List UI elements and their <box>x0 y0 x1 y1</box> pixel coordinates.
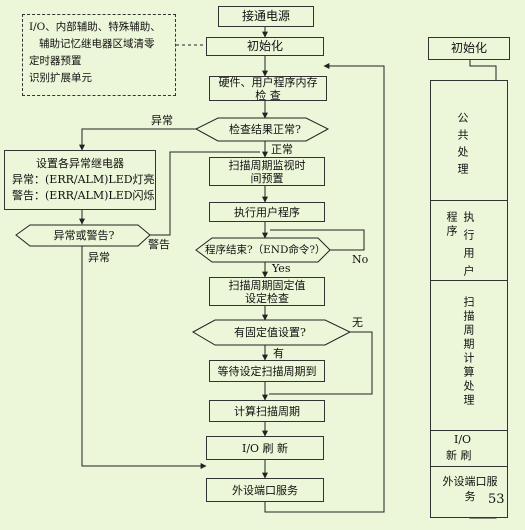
public-process-label: 公共处理 <box>456 112 469 180</box>
abnormal-label: 异常 <box>151 114 173 127</box>
hw-check-box: 硬件、用户程序内存检 查 <box>209 76 327 102</box>
divider-1 <box>430 200 508 201</box>
divider-3 <box>430 430 508 431</box>
scan-calc-label: 扫描周期计算处理 <box>462 296 475 408</box>
abnormal-label-2: 异常 <box>88 251 110 264</box>
yes-label: Yes <box>272 262 291 275</box>
divider-2 <box>430 280 508 281</box>
calc-scan-box: 计算扫描周期 <box>209 400 325 422</box>
scan-monitor-box: 扫描周期监视时间预置 <box>209 157 325 186</box>
right-init-box: 初始化 <box>428 37 510 60</box>
note-line-3: 定时器预置 <box>29 55 82 67</box>
right-refresh-label: 新 刷 <box>446 449 472 462</box>
prog-end-question: 程序结束?（END命令?） <box>205 244 326 256</box>
warning-led-line: 警告：(ERR/ALM)LED闪烁 <box>12 189 155 202</box>
note-line-4: 识别扩展单元 <box>29 72 92 84</box>
page-number: 53 <box>488 492 505 507</box>
note-line-1: I/O、内部辅助、特殊辅助、 <box>29 21 161 33</box>
set-relay-box: 设置各异常继电器 异常：(ERR/ALM)LED灯亮 警告：(ERR/ALM)L… <box>4 150 156 210</box>
note-line-2: 辅助记忆继电器区域清零 <box>39 38 155 50</box>
exec-label-a: 程序 <box>445 211 458 239</box>
no-label: No <box>352 253 369 266</box>
start-box: 接通电源 <box>218 6 314 27</box>
io-refresh-box: I/O 刷 新 <box>206 436 324 460</box>
right-peripheral-label: 外设端口服务 <box>442 475 498 503</box>
peripheral-box: 外设端口服务 <box>206 478 324 502</box>
has-fixed-question: 有固定值设置? <box>234 326 306 339</box>
error-led-line: 异常：(ERR/ALM)LED灯亮 <box>12 173 155 186</box>
right-column <box>430 80 508 518</box>
normal-label: 正常 <box>271 143 293 156</box>
exec-label-b: 执行用户 <box>462 211 475 283</box>
divider-4 <box>430 466 508 467</box>
init-box: 初始化 <box>206 37 324 56</box>
wait-scan-box: 等待设定扫描周期到 <box>209 360 325 382</box>
exec-user-box: 执行用户程序 <box>209 202 325 222</box>
has-label: 有 <box>273 347 284 360</box>
none-label: 无 <box>352 316 363 329</box>
right-io-label: I/O <box>454 433 472 446</box>
check-ok-question: 检查结果正常? <box>229 123 301 136</box>
init-note: I/O、内部辅助、特殊辅助、 辅助记忆继电器区域清零 定时器预置 识别扩展单元 <box>22 14 176 96</box>
abnormal-or-warning-question: 异常或警告? <box>53 229 115 242</box>
warning-label: 警告 <box>148 238 170 251</box>
set-relay-title: 设置各异常继电器 <box>36 157 124 170</box>
fixed-scan-check-box: 扫描周期固定值设定检查 <box>209 277 325 306</box>
